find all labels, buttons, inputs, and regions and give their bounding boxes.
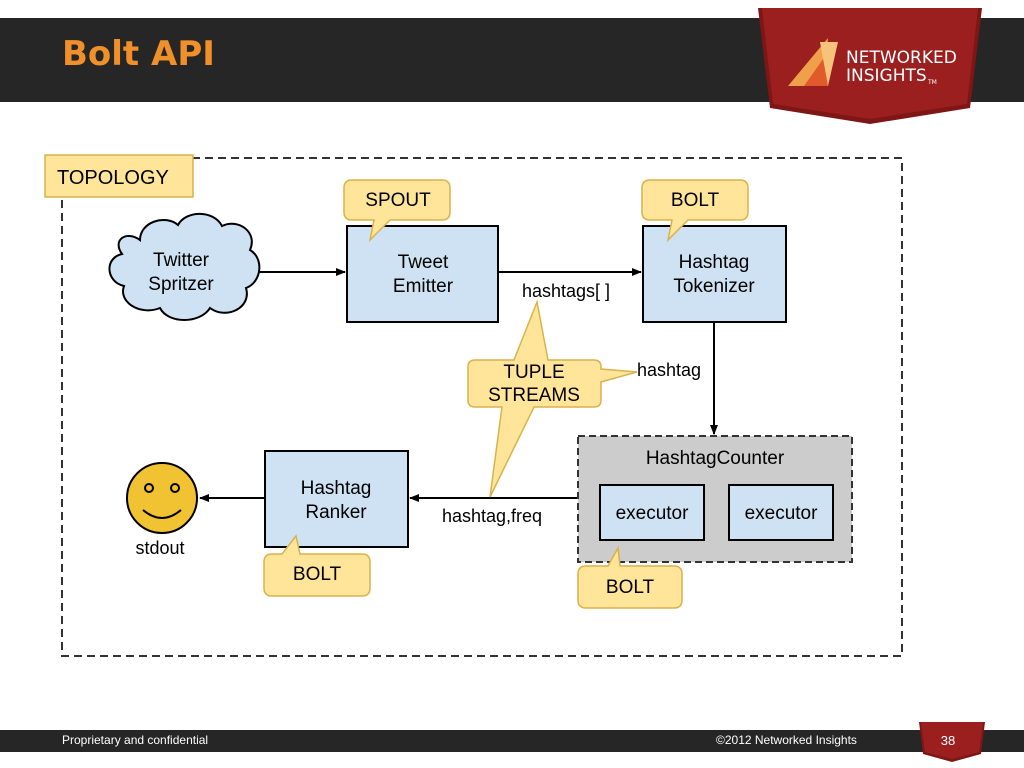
tuple-streams-callout: TUPLE STREAMS — [467, 299, 638, 498]
tokenizer-bolt-tag: BOLT — [641, 179, 749, 243]
tuple-streams-line2: STREAMS — [488, 385, 580, 406]
footer-bar — [0, 730, 1024, 752]
company-logo — [758, 8, 982, 124]
tokenizer-line1: Hashtag — [679, 252, 750, 273]
page-number-badge — [919, 722, 985, 762]
executor-box-1 — [599, 484, 705, 541]
slide-title: Bolt API — [62, 34, 215, 74]
tuple-streams-line1: TUPLE — [503, 362, 564, 383]
edge-label-hashtag-freq: hashtag,freq — [442, 506, 542, 526]
counter-bolt-tag-label: BOLT — [606, 577, 655, 598]
spout-tag: SPOUT — [343, 179, 451, 243]
logo-text-line2: INSIGHTS — [846, 66, 927, 86]
hashtag-ranker-node: Hashtag Ranker — [264, 450, 409, 548]
logo-trademark: TM — [928, 79, 937, 86]
hashtag-tokenizer-node: Hashtag Tokenizer — [642, 225, 787, 323]
ranker-line2: Ranker — [305, 502, 367, 523]
stdout-label: stdout — [135, 538, 184, 558]
page-number: 38 — [940, 733, 956, 748]
executor-box-2 — [728, 484, 834, 541]
smiley-face-icon — [126, 462, 198, 534]
hashtag-counter-node: HashtagCounter executor executor — [577, 435, 853, 563]
tokenizer-line2: Tokenizer — [673, 276, 755, 297]
twitter-cloud-line1: Twitter — [153, 250, 210, 271]
edge-label-hashtag: hashtag — [637, 360, 701, 380]
executor-label-1: executor — [616, 503, 690, 524]
footer-confidential: Proprietary and confidential — [62, 733, 209, 747]
spout-tag-label: SPOUT — [365, 190, 431, 211]
ranker-bolt-tag: BOLT — [263, 534, 371, 597]
ranker-bolt-tag-label: BOLT — [293, 564, 342, 585]
topology-label: TOPOLOGY — [57, 167, 169, 189]
tweet-emitter-line2: Emitter — [393, 276, 454, 297]
tweet-emitter-line1: Tweet — [398, 252, 449, 273]
twitter-cloud-line2: Spritzer — [148, 274, 214, 295]
executor-label-2: executor — [745, 503, 819, 524]
edge-label-hashtags: hashtags[ ] — [522, 281, 610, 301]
tokenizer-bolt-tag-label: BOLT — [671, 190, 720, 211]
counter-bolt-tag: BOLT — [577, 545, 683, 609]
ranker-line1: Hashtag — [301, 478, 372, 499]
topology-boundary — [61, 157, 903, 657]
topology-label-box: TOPOLOGY — [44, 154, 194, 198]
hashtag-counter-title: HashtagCounter — [646, 448, 785, 469]
footer-copyright: ©2012 Networked Insights — [716, 733, 857, 747]
twitter-cloud: Twitter Spritzer — [108, 212, 261, 321]
tweet-emitter-node: Tweet Emitter — [346, 225, 499, 323]
logo-text-line1: NETWORKED — [846, 48, 957, 68]
